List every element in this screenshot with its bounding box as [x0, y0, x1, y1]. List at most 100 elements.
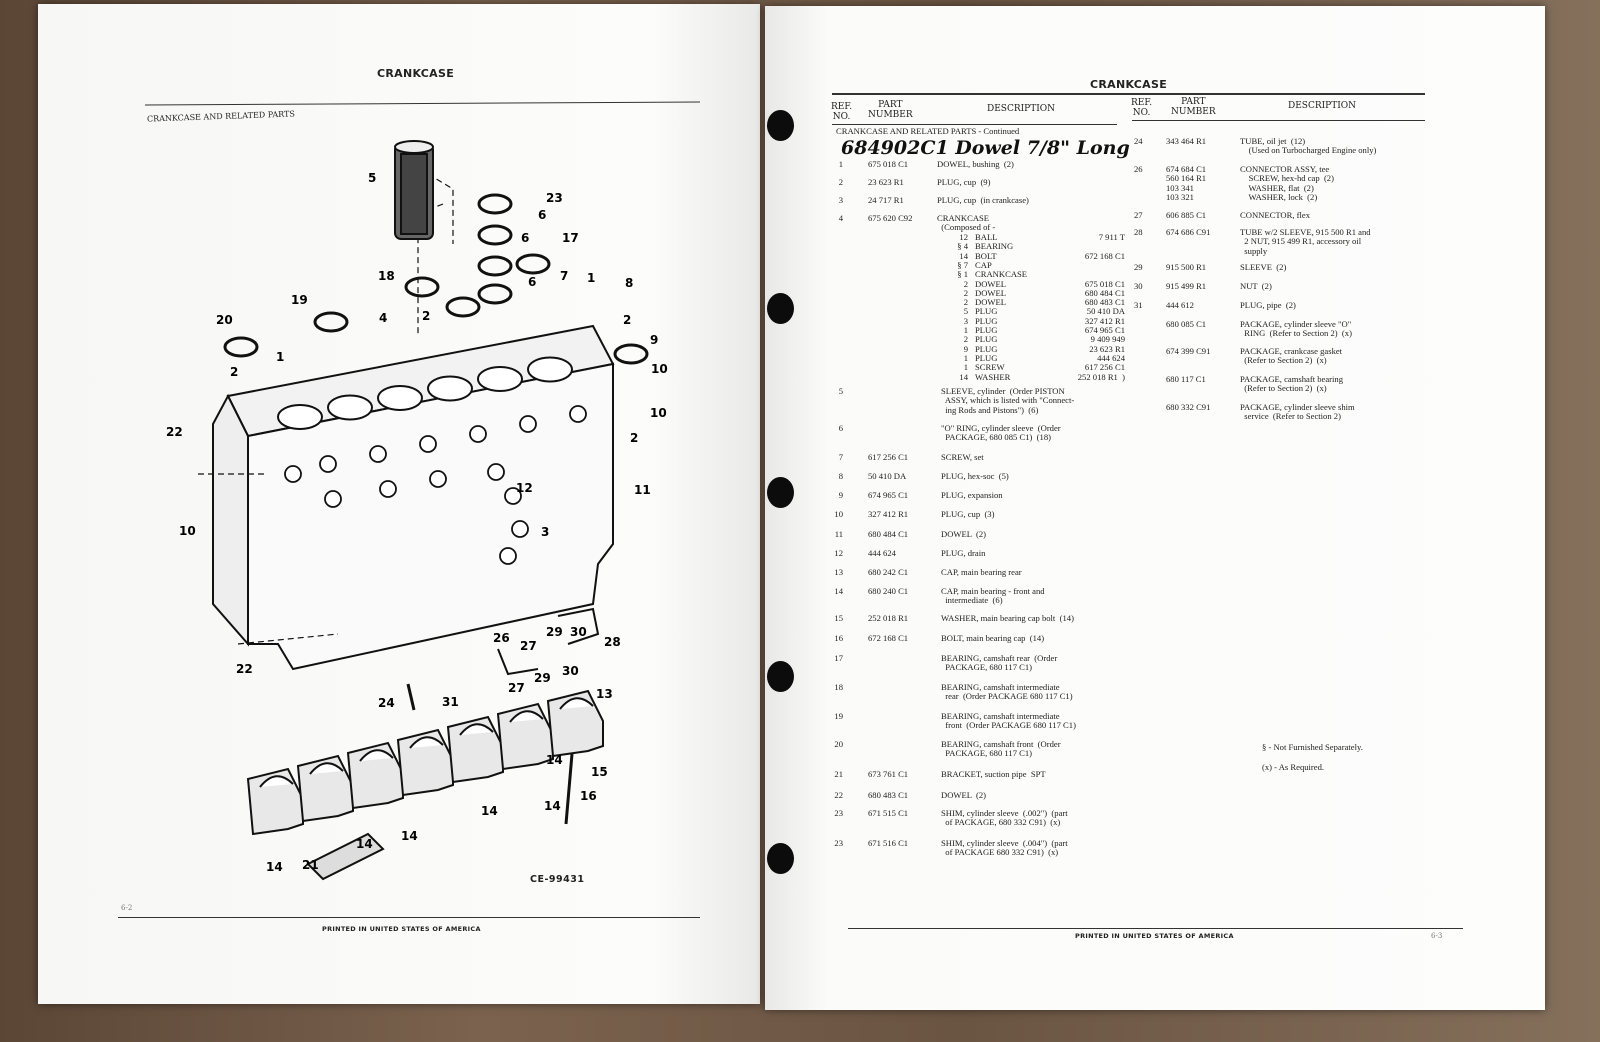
callout-number: 3: [541, 525, 549, 539]
part-number: 680 484 C1: [868, 529, 909, 539]
callout-number: 14: [356, 837, 373, 851]
plug-hole: [499, 547, 517, 565]
component-qty: 2: [963, 287, 968, 298]
part-description: DOWEL (2): [941, 529, 987, 539]
part-description: PACKAGE, cylinder sleeve "O" RING (Refer…: [1240, 319, 1352, 339]
ref-number: 10: [834, 509, 843, 519]
callout-number: 22: [236, 662, 253, 676]
component-part: 252 018 R1 ): [1077, 371, 1125, 382]
ref-number: 11: [834, 529, 843, 539]
continued-title: CRANKCASE AND RELATED PARTS - Continued: [836, 126, 1020, 136]
plug-hole: [369, 445, 387, 463]
component-name: BEARING: [975, 241, 1014, 252]
component-part: 327 412 R1: [1084, 315, 1125, 326]
callout-number: 29: [534, 671, 551, 685]
component-part: 444 624: [1097, 352, 1125, 363]
callout-number: 14: [401, 829, 418, 843]
cylinder-bore: [327, 394, 373, 421]
callout-number: 14: [546, 753, 563, 767]
callout-number: 14: [266, 860, 283, 874]
component-qty: 3: [963, 315, 968, 326]
plug-hole: [419, 435, 437, 453]
cylinder-bore: [377, 385, 423, 411]
col-ref-header-2: REF. NO.: [1131, 98, 1153, 118]
callout-number: 29: [546, 625, 563, 639]
ref-number: 8: [838, 471, 843, 481]
page-header: CRANKCASE: [377, 67, 455, 80]
component-qty: 14: [959, 250, 968, 261]
cylinder-bore: [277, 404, 323, 430]
callout-number: 2: [623, 313, 631, 327]
callout-number: 8: [625, 276, 633, 290]
component-part: 680 483 C1: [1084, 297, 1125, 308]
binder-hole: [767, 661, 794, 692]
callout-number: 24: [378, 696, 395, 710]
ref-number: 9: [838, 490, 843, 500]
part-description: PLUG, drain: [941, 548, 986, 558]
part-number: 617 256 C1: [868, 452, 909, 462]
ref-number: 22: [834, 790, 843, 800]
plug-hole: [511, 520, 529, 538]
component-qty: 2: [963, 278, 968, 289]
part-number: 606 885 C1: [1166, 210, 1207, 220]
ref-number: 4: [838, 213, 843, 223]
callout-number: 15: [591, 765, 608, 779]
callout-number: 27: [520, 639, 537, 653]
part-description: BEARING, camshaft rear (Order PACKAGE, 6…: [941, 653, 1058, 673]
component-name: PLUG: [975, 315, 998, 326]
part-description: PLUG, cup (in crankcase): [937, 195, 1029, 205]
ring-part: [477, 193, 513, 215]
footer-text: PRINTED IN UNITED STATES OF AMERICA: [322, 925, 481, 933]
component-qty: 1: [963, 362, 968, 373]
callout-number: 26: [493, 631, 510, 645]
col-header-rule-2: [1132, 120, 1425, 121]
part-description: DOWEL (2): [941, 790, 987, 800]
handwritten-note: 684902C1 Dowel 7/8" Long: [841, 137, 1130, 159]
col-desc-header: DESCRIPTION: [987, 104, 1056, 114]
binder-hole: [767, 110, 794, 141]
component-name: SCREW: [975, 362, 1005, 373]
col-header-rule: [832, 124, 1117, 125]
cylinder-bore: [527, 356, 573, 383]
part-description: BEARING, camshaft front (Order PACKAGE, …: [941, 739, 1061, 759]
part-number: 444 612: [1166, 300, 1194, 310]
part-description: DOWEL, bushing (2): [937, 159, 1014, 169]
part-description: SLEEVE, cylinder (Order PISTON ASSY, whi…: [941, 386, 1075, 415]
part-number: 674 399 C91: [1166, 346, 1211, 356]
ref-number: 15: [834, 613, 843, 623]
plug-hole: [319, 455, 337, 473]
ref-number: 23: [834, 838, 843, 848]
callout-number: 17: [562, 231, 579, 245]
cylinder-bore: [477, 366, 523, 392]
ref-number: 13: [834, 567, 843, 577]
page-number: 6-2: [121, 904, 133, 912]
plug-hole: [569, 405, 587, 423]
callout-number: 1: [276, 350, 284, 364]
part-number: 675 620 C92: [868, 213, 913, 223]
part-number: 674 684 C1 560 164 R1 103 341 103 321: [1166, 164, 1207, 203]
plug-hole: [469, 425, 487, 443]
component-part: 50 410 DA: [1086, 306, 1125, 317]
component-part: 680 484 C1: [1084, 287, 1125, 298]
component-part: 23 623 R1: [1089, 343, 1125, 354]
component-qty: 12: [959, 232, 968, 242]
part-description: PACKAGE, crankcase gasket (Refer to Sect…: [1240, 346, 1343, 366]
ref-number: 2: [838, 177, 843, 187]
component-qty: § 7: [957, 259, 968, 270]
callout-number: 6: [521, 231, 529, 245]
callout-number: 11: [634, 483, 651, 497]
ref-number: 7: [838, 452, 843, 462]
ref-number: 14: [834, 586, 843, 596]
callout-number: 6: [538, 208, 546, 222]
plug-hole: [284, 465, 302, 483]
ring-part: [445, 296, 481, 318]
component-part: 674 965 C1: [1084, 325, 1125, 335]
ref-number: 17: [834, 653, 843, 663]
callout-number: 10: [651, 362, 668, 376]
part-number: 915 500 R1: [1166, 262, 1207, 272]
callout-number: 2: [630, 431, 638, 445]
col-ref-header: REF. NO.: [831, 102, 853, 122]
col-part-header-2: PART NUMBER: [1171, 97, 1216, 117]
callout-number: 6: [528, 275, 536, 289]
